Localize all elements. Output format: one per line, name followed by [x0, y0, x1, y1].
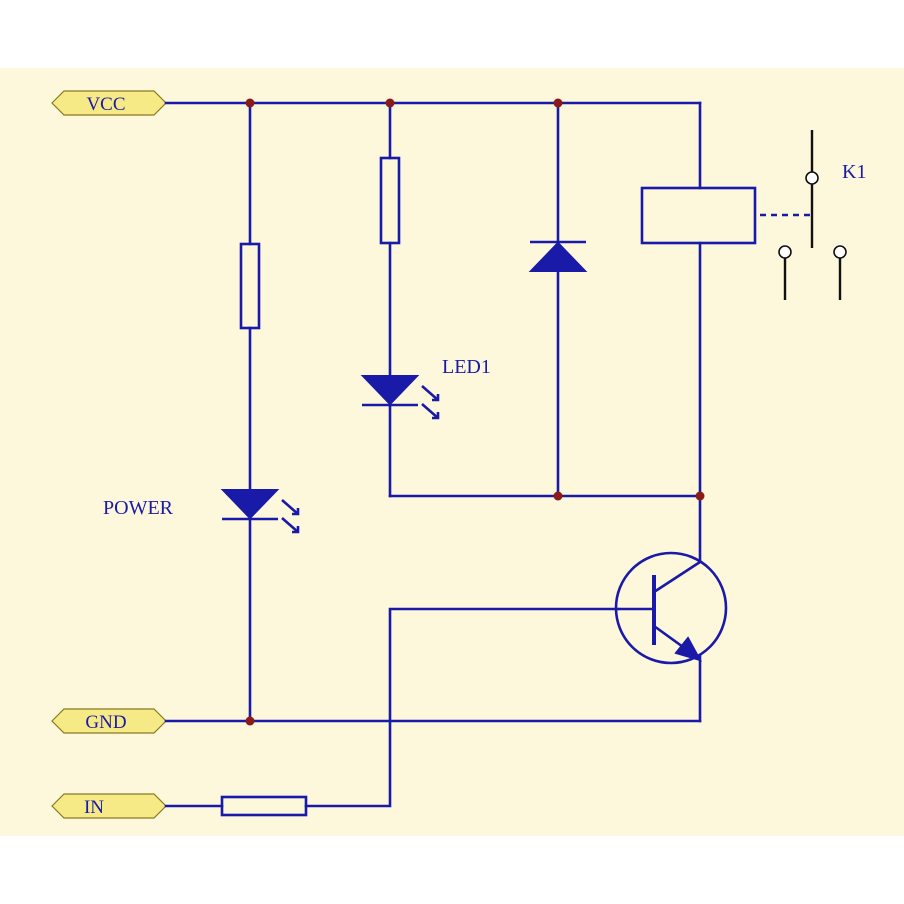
- junction-vcc-led1: [385, 98, 395, 108]
- npn-transistor: [614, 551, 728, 665]
- flyback-diode: [528, 240, 588, 272]
- wires: [164, 101, 702, 808]
- junction-vcc-power: [245, 98, 255, 108]
- gnd-port-label: GND: [85, 712, 126, 733]
- gnd-port: GND: [51, 708, 167, 734]
- base-drive-wire: [304, 607, 620, 808]
- led1-resistor: [379, 156, 401, 245]
- status-led-emission-icon: [421, 385, 440, 420]
- power-resistor: [239, 242, 261, 330]
- in-port: IN: [51, 793, 167, 819]
- status-led: [360, 375, 440, 420]
- power-led-label: POWER: [103, 497, 174, 519]
- junction-vcc-diode: [553, 98, 563, 108]
- junction-collector: [695, 491, 705, 501]
- junction-diode-return: [553, 491, 563, 501]
- vcc-port-label: VCC: [86, 94, 125, 115]
- relay-label: K1: [842, 161, 866, 183]
- relay-contact: [778, 130, 847, 300]
- power-led-emission-icon: [281, 499, 300, 534]
- junctions: [245, 98, 705, 726]
- in-port-label: IN: [84, 797, 104, 818]
- relay-coil: [640, 186, 757, 245]
- status-led-label: LED1: [442, 356, 491, 378]
- power-led: [220, 489, 300, 534]
- junction-gnd-power: [245, 716, 255, 726]
- vcc-port: VCC: [51, 90, 167, 116]
- schematic-background: [0, 68, 904, 836]
- base-resistor: [220, 795, 308, 817]
